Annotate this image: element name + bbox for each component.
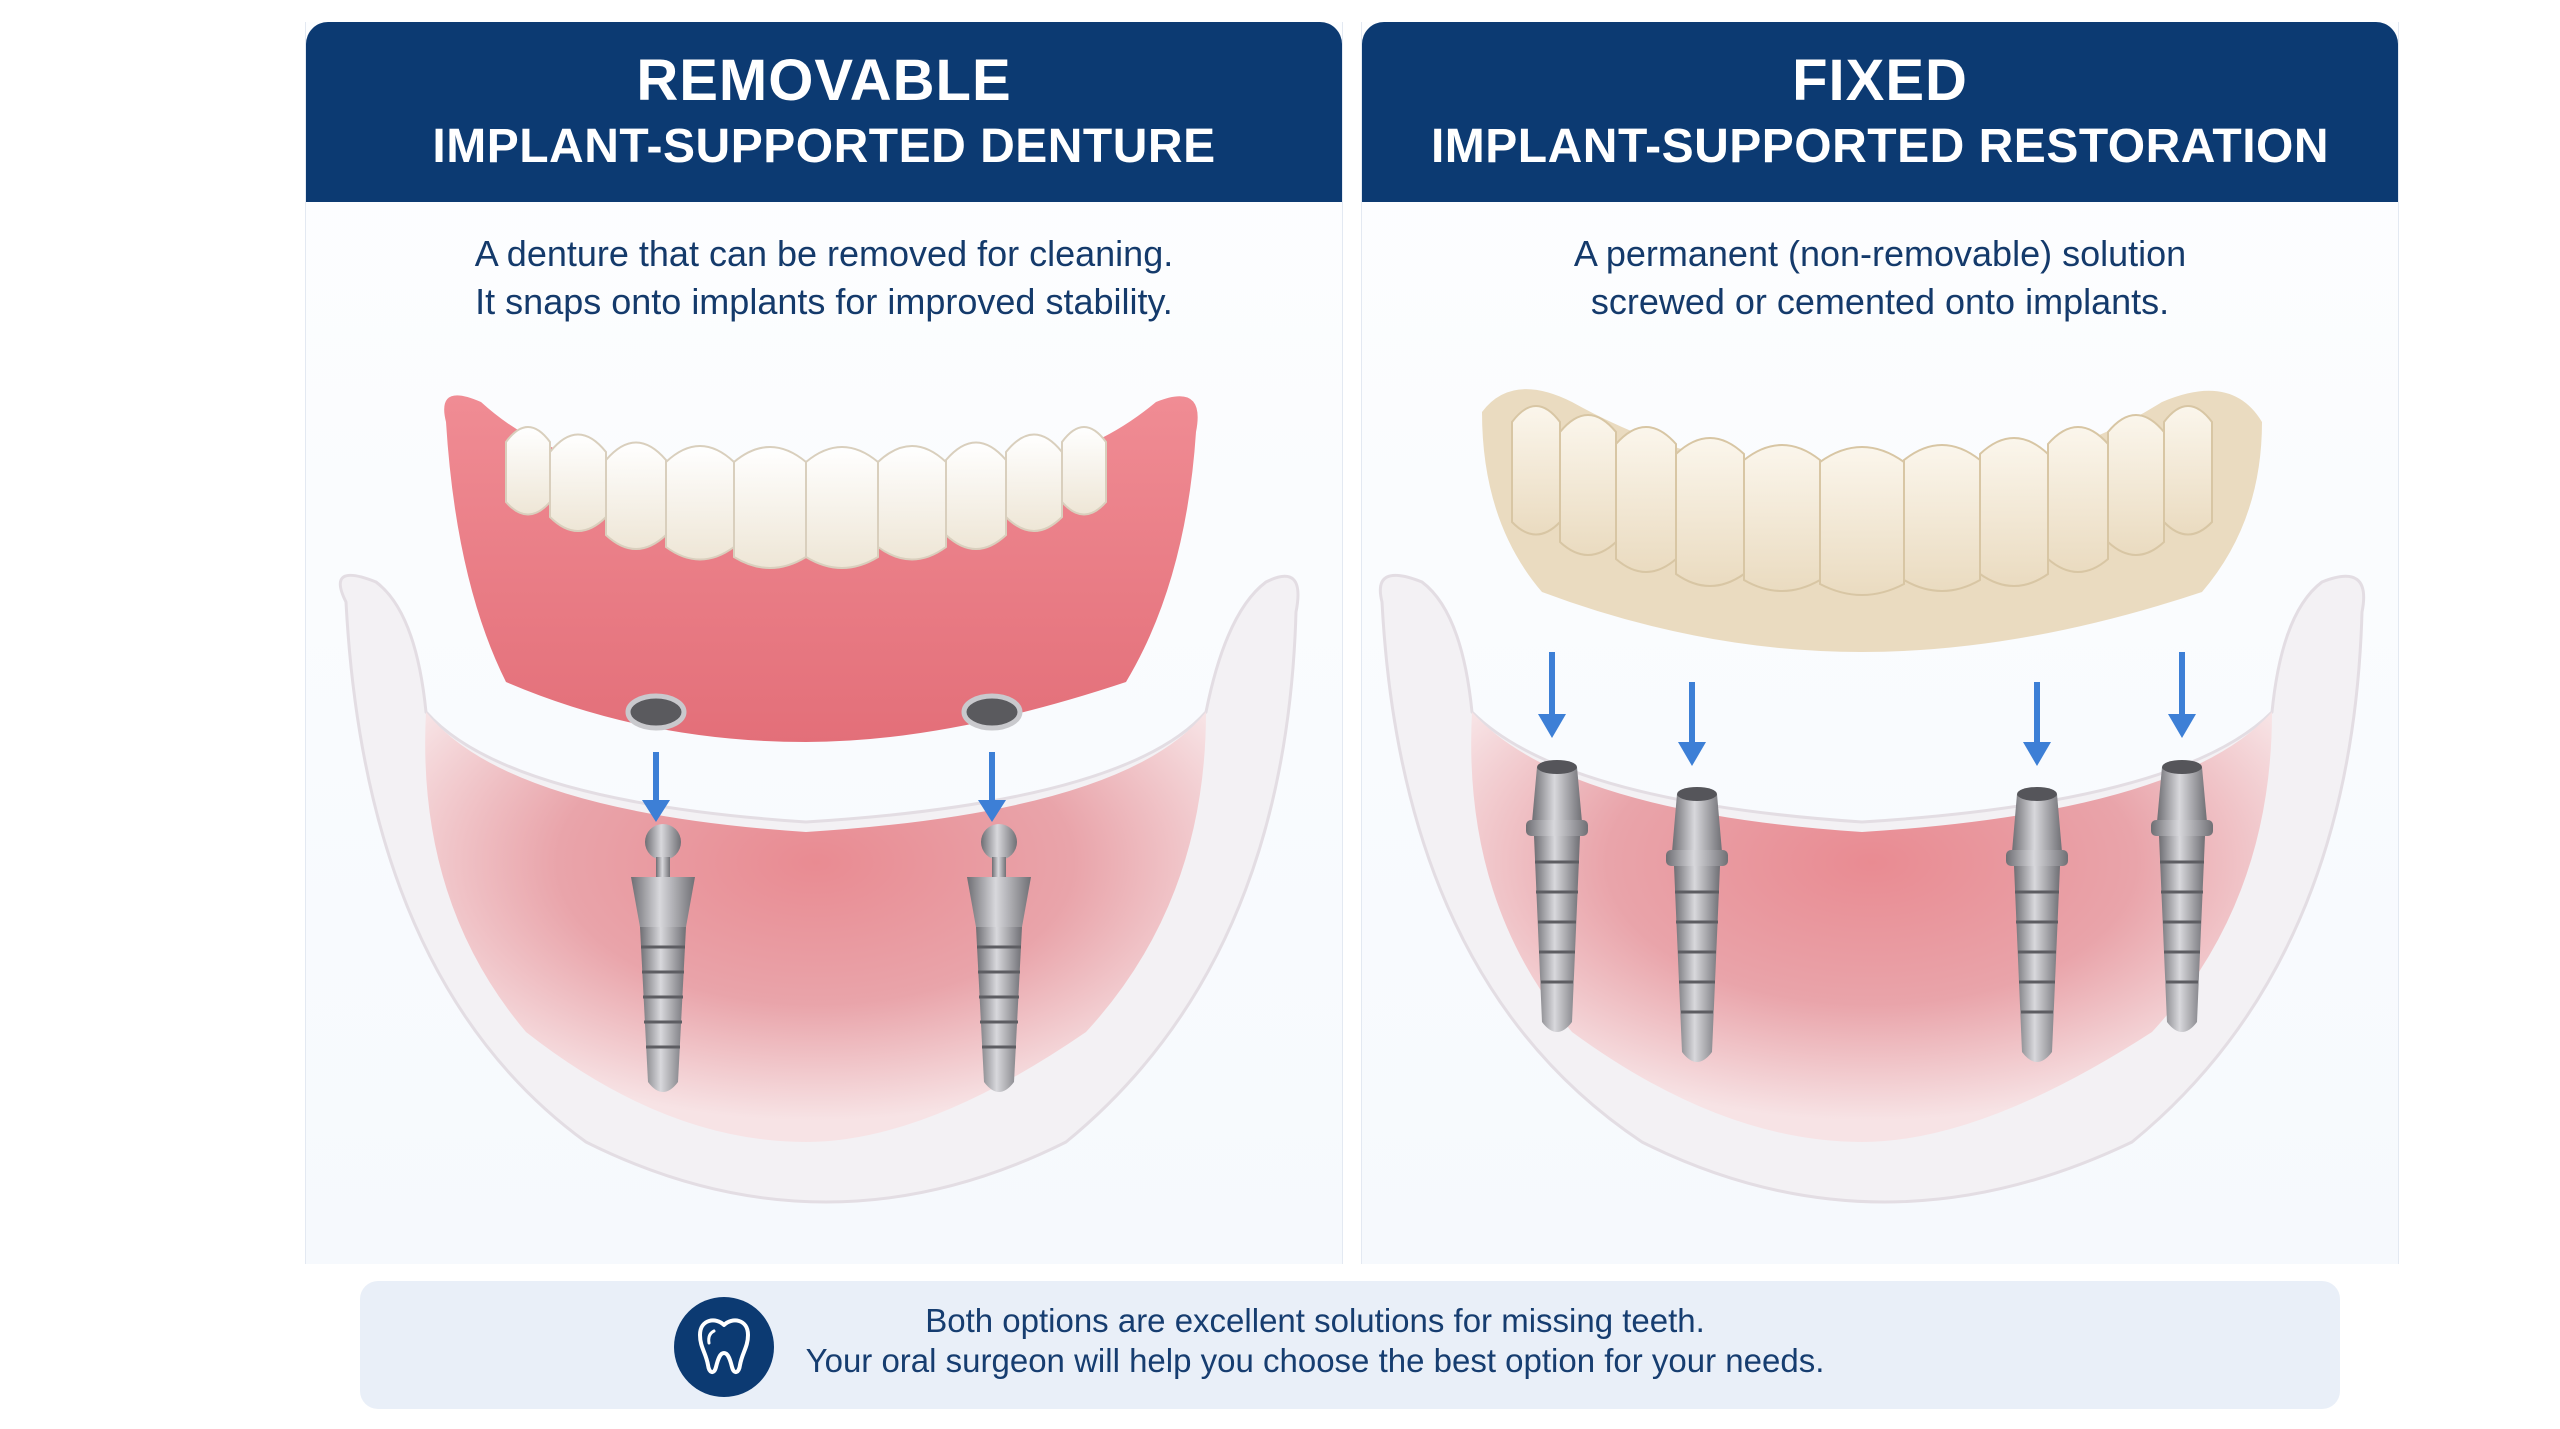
removable-header: REMOVABLE IMPLANT-SUPPORTED DENTURE: [306, 22, 1342, 202]
fixed-header: FIXED IMPLANT-SUPPORTED RESTORATION: [1362, 22, 2398, 202]
fixed-panel: FIXED IMPLANT-SUPPORTED RESTORATION A pe…: [1361, 22, 2399, 1264]
ball-implant-left: [631, 824, 695, 1092]
ball-implant-right: [967, 824, 1031, 1092]
removable-title: REMOVABLE: [636, 48, 1012, 113]
fixed-desc-line1: A permanent (non-removable) solution: [1573, 233, 2187, 274]
removable-desc-line2: It snaps onto implants for improved stab…: [475, 281, 1173, 322]
left-arrows: [642, 752, 1006, 822]
footer-text: Both options are excellent solutions for…: [790, 1301, 1840, 1381]
denture-teeth: [505, 426, 1107, 569]
jaw-gum: [1471, 712, 2272, 1142]
denture-sockets: [625, 693, 1023, 731]
footer-line2: Your oral surgeon will help you choose t…: [805, 1342, 1825, 1379]
removable-desc-line1: A denture that can be removed for cleani…: [474, 233, 1174, 274]
tooth-icon: [674, 1297, 774, 1397]
bridge-teeth: [1511, 405, 2213, 596]
fixed-subtitle: IMPLANT-SUPPORTED RESTORATION: [1430, 120, 2330, 173]
removable-description: A denture that can be removed for cleani…: [306, 230, 1342, 326]
fixed-description: A permanent (non-removable) solution scr…: [1362, 230, 2398, 326]
abutment-implant-4: [2151, 760, 2213, 1032]
removable-subtitle: IMPLANT-SUPPORTED DENTURE: [432, 120, 1216, 173]
footer-banner: Both options are excellent solutions for…: [360, 1281, 2340, 1409]
removable-panel: REMOVABLE IMPLANT-SUPPORTED DENTURE A de…: [305, 22, 1343, 1264]
fixed-restoration-illustration: [1379, 389, 2366, 1204]
abutment-implant-1: [1526, 760, 1588, 1032]
fixed-desc-line2: screwed or cemented onto implants.: [1590, 281, 2170, 322]
fixed-title: FIXED: [1792, 48, 1968, 113]
right-arrows: [1538, 652, 2196, 766]
abutment-implant-2: [1666, 787, 1728, 1062]
footer-line1: Both options are excellent solutions for…: [925, 1302, 1705, 1339]
abutment-implant-3: [2006, 787, 2068, 1062]
removable-denture-illustration: [338, 395, 1300, 1204]
